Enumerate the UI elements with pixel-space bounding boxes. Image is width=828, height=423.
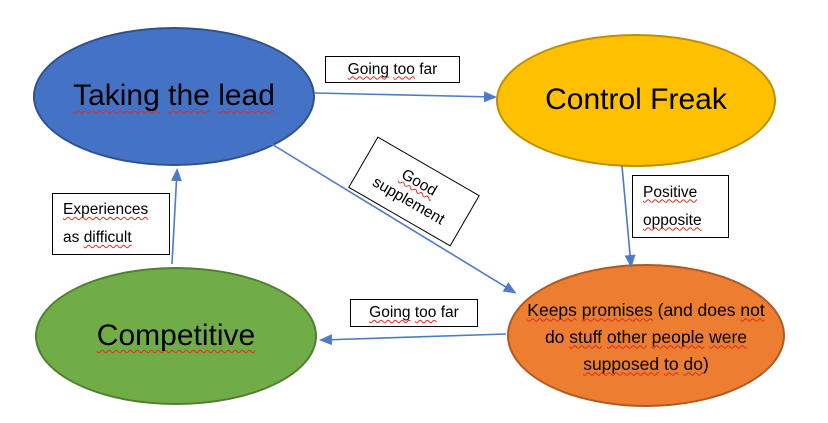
arrow-control-freak-to-keeps-promises[interactable]: [621, 165, 636, 268]
text-run: Competitive: [96, 318, 256, 352]
node-keeps-promises-label: Keeps promises (and does not do stuff ot…: [513, 294, 779, 378]
node-taking-the-lead[interactable]: Taking the lead: [33, 27, 315, 166]
edge-label-positive-opposite-line2: opposite: [643, 207, 728, 235]
text-run: difficult: [83, 229, 132, 246]
edge-label-going-too-far-top[interactable]: Going too far: [325, 56, 460, 83]
edge-label-going-too-far-bottom[interactable]: Going too far: [350, 299, 478, 327]
text-run: ): [702, 353, 709, 374]
text-run: Positive: [643, 183, 698, 201]
node-control-freak[interactable]: Control Freak: [496, 34, 776, 167]
node-competitive-label: Competitive: [97, 319, 255, 354]
node-control-freak-label: Control Freak: [545, 83, 727, 118]
text-run: (and does: [652, 299, 741, 320]
text-run: Experiences: [63, 201, 149, 218]
node-taking-the-lead-label: Taking the lead: [73, 79, 275, 114]
text-run: far: [414, 60, 438, 78]
text-run: the: [168, 79, 210, 113]
text-run: to: [663, 353, 679, 374]
node-competitive[interactable]: Competitive: [35, 267, 317, 405]
edge-label-experiences-line1: Experiences: [63, 196, 169, 224]
text-run: promises: [581, 299, 653, 320]
text-run: people: [651, 326, 705, 347]
text-run: other: [606, 326, 647, 347]
text-run: [160, 79, 168, 112]
text-run: as: [63, 229, 84, 246]
node-keeps-promises-line3: supposed to do): [513, 351, 779, 378]
edge-label-good-supplement[interactable]: Good supplement: [348, 136, 480, 247]
text-run: far: [436, 304, 459, 321]
text-run: Going: [369, 304, 411, 321]
text-run: [210, 79, 218, 112]
text-run: lead: [218, 79, 275, 113]
text-run: Taking: [73, 79, 160, 113]
text-run: supposed: [583, 353, 660, 374]
text-run: too: [414, 304, 437, 321]
text-run: do: [683, 353, 703, 374]
node-keeps-promises[interactable]: Keeps promises (and does not do stuff ot…: [507, 264, 785, 407]
edge-label-experiences-line2: as difficult: [63, 224, 169, 252]
edge-label-positive-opposite-line1: Positive: [643, 179, 728, 207]
arrow-keeps-promises-to-competitive[interactable]: [319, 333, 507, 346]
arrow-taking-the-lead-to-control-freak[interactable]: [314, 91, 497, 103]
edge-label-going-too-far-top-text: Going too far: [348, 61, 438, 79]
edge-label-going-too-far-bottom-text: Going too far: [369, 304, 459, 322]
text-run: were: [709, 326, 748, 347]
text-run: too: [393, 60, 415, 78]
text-run: Going: [347, 60, 390, 78]
text-run: Keeps: [527, 299, 577, 320]
text-run: not: [740, 299, 765, 320]
node-keeps-promises-line2: do stuff other people were: [513, 324, 779, 351]
edge-label-experiences-as-difficult[interactable]: Experiences as difficult: [52, 193, 170, 255]
text-run: Control Freak: [545, 83, 727, 117]
edge-label-positive-opposite[interactable]: Positive opposite: [632, 175, 729, 238]
text-run: do: [544, 326, 570, 347]
node-keeps-promises-line1: Keeps promises (and does not: [513, 297, 779, 324]
text-run: opposite: [643, 211, 702, 229]
arrow-competitive-to-taking-the-lead[interactable]: [170, 168, 182, 265]
text-run: stuff: [569, 326, 603, 347]
